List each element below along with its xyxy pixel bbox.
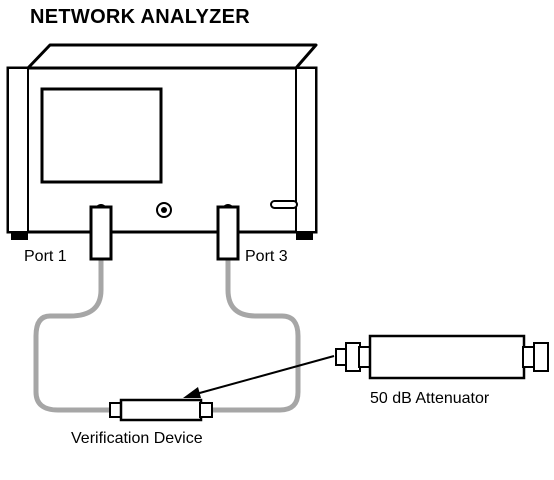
port3-cable [212,260,301,413]
analyzer-right-side [295,67,317,233]
port3-label: Port 3 [245,248,288,265]
port1-adapter [89,205,113,261]
attenuator [335,334,549,380]
analyzer-screen [40,87,163,184]
verification-device-label: Verification Device [71,430,203,447]
port1-label: Port 1 [24,248,67,265]
network-analyzer [6,43,318,240]
port1-cable [33,260,112,413]
port3-adapter [216,205,240,261]
pointer-arrow [195,355,335,395]
foot-right [296,232,313,240]
pointer-arrowhead [183,387,201,398]
foot-left [11,232,28,240]
verification-device [109,398,213,422]
analyzer-top-panel [26,43,318,70]
diagram-title: NETWORK ANALYZER [30,6,250,28]
analyzer-switch [270,200,298,209]
attenuator-label: 50 dB Attenuator [370,390,490,407]
analyzer-left-side [7,67,29,233]
